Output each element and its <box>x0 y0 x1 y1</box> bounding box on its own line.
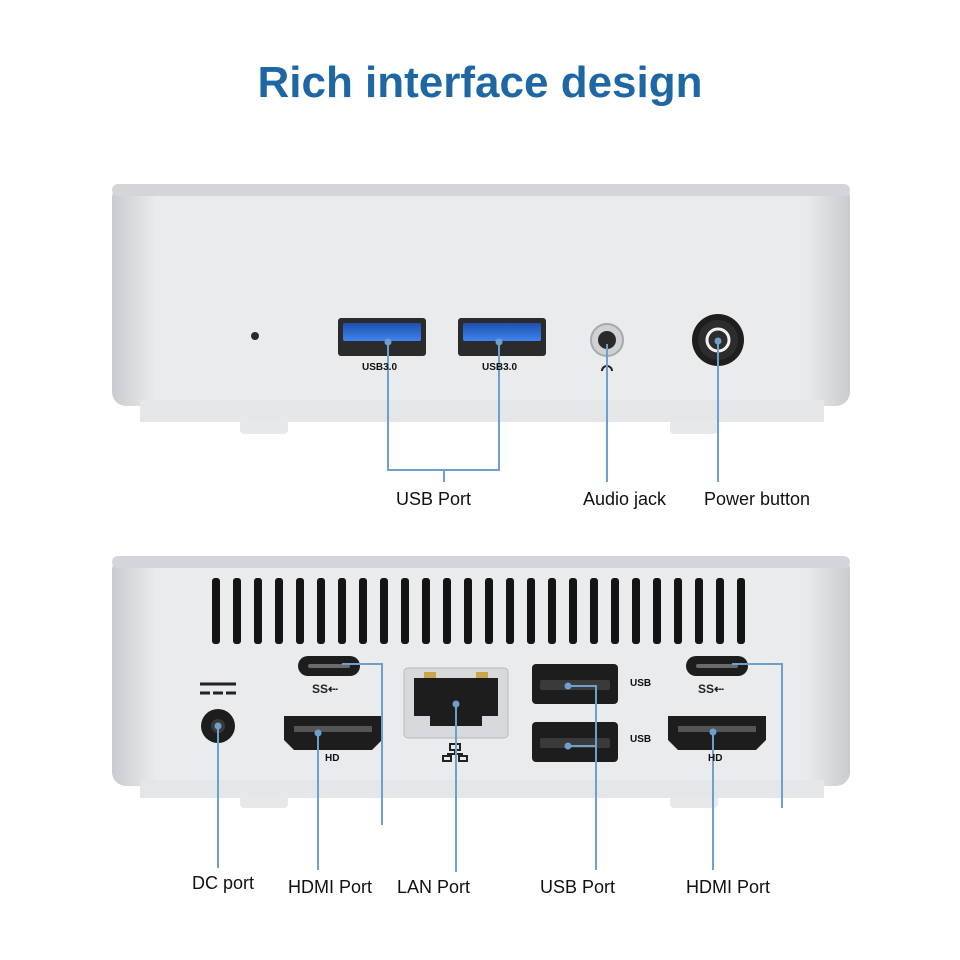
hdmi-port-left <box>284 716 382 750</box>
front-usb-port-right <box>458 318 546 356</box>
front-leader-lines <box>384 337 722 482</box>
hdmi-right-label: HD <box>708 753 723 764</box>
page-title: Rich interface design <box>257 58 703 107</box>
callout-hdmi-port-right: HDMI Port <box>686 877 771 897</box>
audio-jack <box>590 323 624 372</box>
front-usb-port-left <box>338 318 426 356</box>
callout-usb-port-rear: USB Port <box>540 877 616 897</box>
rear-usb-top-label: USB <box>630 678 652 689</box>
callout-power-button: Power button <box>704 489 811 509</box>
callout-lan-port: LAN Port <box>397 877 471 897</box>
superspeed-icon: SS⇠ <box>698 682 724 696</box>
callout-dc-port: DC port <box>192 873 255 893</box>
rear-leader-lines <box>214 663 783 872</box>
dc-symbol-icon <box>200 682 236 695</box>
callout-usb-port-front: USB Port <box>396 489 472 509</box>
reset-hole <box>251 332 259 340</box>
front-unit <box>112 184 850 434</box>
vent-grille <box>212 578 745 644</box>
usb-c-port-left: SS⇠ <box>298 656 360 696</box>
callout-hdmi-port-left: HDMI Port <box>288 877 373 897</box>
usb-c-port-right: SS⇠ <box>686 656 748 696</box>
front-usb-left-label: USB3.0 <box>362 362 398 373</box>
front-usb-right-label: USB3.0 <box>482 362 518 373</box>
superspeed-icon: SS⇠ <box>312 682 338 696</box>
hdmi-left-label: HD <box>325 753 340 764</box>
rear-usb-port-bottom <box>532 722 618 762</box>
rear-usb-port-top <box>532 664 618 704</box>
rear-unit: SS⇠ <box>112 556 850 808</box>
hdmi-port-right <box>668 716 766 750</box>
rear-usb-bottom-label: USB <box>630 734 652 745</box>
callout-audio-jack: Audio jack <box>583 489 667 509</box>
